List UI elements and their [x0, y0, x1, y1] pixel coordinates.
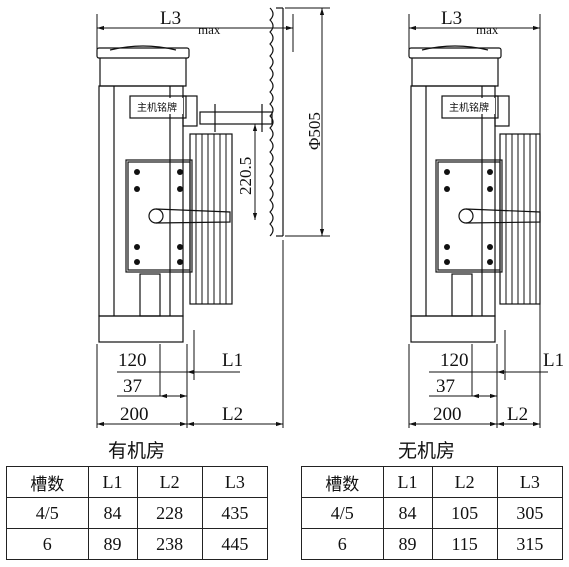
table-header-row: 槽数 L1 L2 L3 — [301, 466, 564, 498]
left-gear-plate — [125, 159, 193, 273]
table-cell: 84 — [382, 497, 433, 529]
right-caption: 无机房 — [398, 440, 456, 462]
table-row: 4/5 84 228 435 — [6, 497, 269, 529]
right-gear-plate — [435, 159, 503, 273]
left-max-label: max — [198, 22, 221, 37]
header-cell: 槽数 — [6, 466, 89, 498]
left-200-label: 200 — [120, 404, 149, 425]
table-row: 4/5 84 105 305 — [301, 497, 564, 529]
right-200-label: 200 — [433, 404, 462, 425]
left-nameplate: 主机铭牌 — [137, 101, 177, 114]
table-cell: 84 — [87, 497, 138, 529]
right-motor-cap — [408, 47, 502, 59]
right-spec-table: 槽数 L1 L2 L3 4/5 84 105 305 6 89 115 315 — [301, 466, 564, 560]
table-cell: 305 — [496, 497, 564, 529]
table-row: 6 89 238 445 — [6, 528, 269, 560]
header-cell: 槽数 — [301, 466, 384, 498]
table-row: 6 89 115 315 — [301, 528, 564, 560]
left-sheave — [189, 133, 233, 305]
table-cell: 4/5 — [301, 497, 384, 529]
table-cell: 115 — [431, 528, 498, 560]
left-l1-label: L1 — [222, 350, 243, 371]
left-spec-table: 槽数 L1 L2 L3 4/5 84 228 435 6 89 238 445 — [6, 466, 269, 560]
right-lever-pivot — [458, 208, 474, 224]
header-cell: L1 — [87, 466, 138, 498]
table-cell: 228 — [136, 497, 203, 529]
right-motor-dome — [411, 58, 499, 87]
table-cell: 435 — [201, 497, 269, 529]
left-caption: 有机房 — [108, 440, 166, 462]
table-cell: 315 — [496, 528, 564, 560]
table-cell: 89 — [87, 528, 138, 560]
table-cell: 89 — [382, 528, 433, 560]
right-37-label: 37 — [436, 376, 455, 397]
right-l3-label: L3 — [441, 8, 462, 29]
header-cell: L2 — [431, 466, 498, 498]
table-cell: 238 — [136, 528, 203, 560]
left-traction-sheave-rim — [269, 7, 274, 237]
left-machine-view — [96, 7, 284, 343]
left-l2-label: L2 — [222, 404, 243, 425]
right-max-label: max — [476, 22, 499, 37]
left-height-label: 220.5 — [236, 157, 255, 195]
left-l3-label: L3 — [160, 8, 181, 29]
right-nameplate: 主机铭牌 — [449, 101, 489, 114]
left-motor-dome — [99, 58, 187, 87]
table-cell: 6 — [6, 528, 89, 560]
left-motor-base — [98, 315, 184, 343]
right-l2-label: L2 — [507, 404, 528, 425]
left-dimensions — [96, 7, 330, 428]
header-cell: L3 — [201, 466, 269, 498]
right-machine-view — [408, 45, 541, 343]
table-header-row: 槽数 L1 L2 L3 — [6, 466, 269, 498]
left-diameter-label: Φ505 — [305, 112, 324, 150]
right-motor-base — [410, 315, 496, 343]
right-120-label: 120 — [440, 350, 469, 371]
right-l1-label: L1 — [543, 350, 564, 371]
table-cell: 4/5 — [6, 497, 89, 529]
header-cell: L3 — [496, 466, 564, 498]
left-lever-arm — [155, 208, 231, 224]
left-120-label: 120 — [118, 350, 147, 371]
table-cell: 6 — [301, 528, 384, 560]
header-cell: L1 — [382, 466, 433, 498]
left-motor-cap — [96, 47, 190, 59]
table-cell: 445 — [201, 528, 269, 560]
left-37-label: 37 — [123, 376, 142, 397]
header-cell: L2 — [136, 466, 203, 498]
right-dimensions — [408, 14, 548, 428]
left-lever-pivot — [148, 208, 164, 224]
right-lever-arm — [465, 208, 541, 224]
table-cell: 105 — [431, 497, 498, 529]
